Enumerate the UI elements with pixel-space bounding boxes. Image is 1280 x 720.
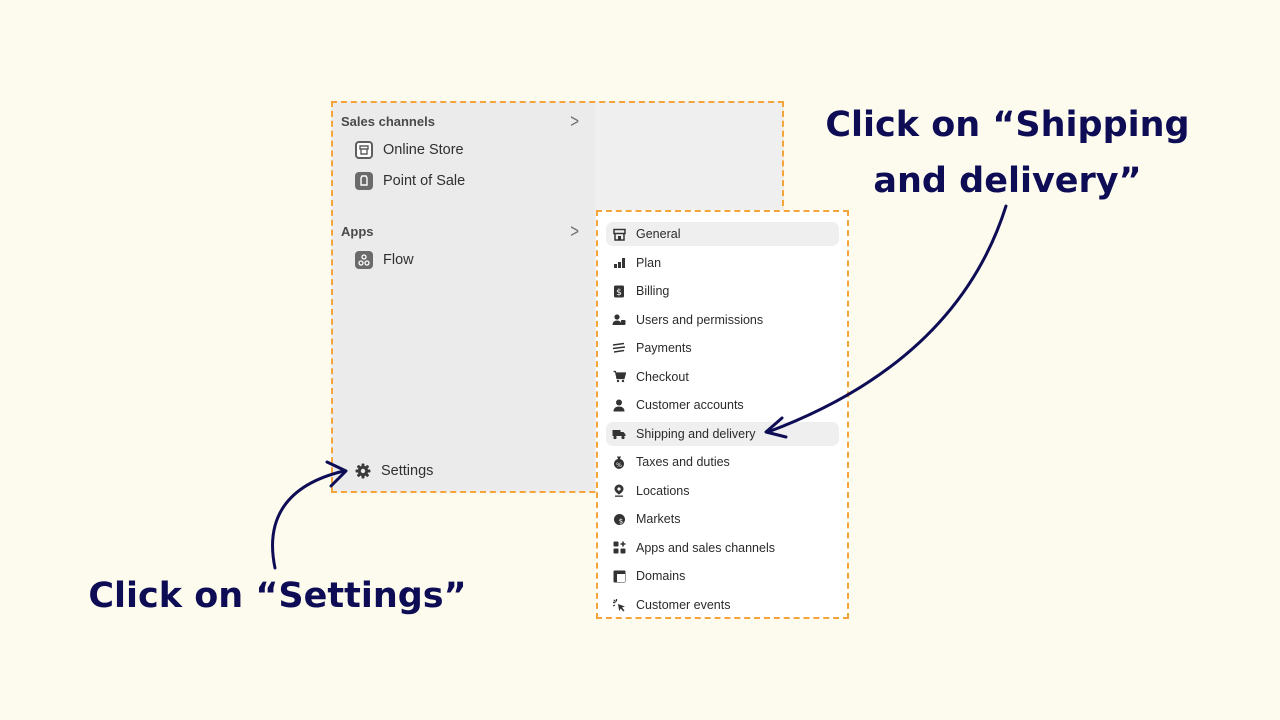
menu-item-domains[interactable]: Domains (606, 564, 839, 588)
svg-text:$: $ (618, 517, 622, 525)
settings-instruction-label: Click on “Settings” (70, 568, 485, 624)
menu-item-general[interactable]: General (606, 222, 839, 246)
menu-item-label: Taxes and duties (636, 455, 730, 469)
menu-item-locations[interactable]: Locations (606, 479, 839, 503)
sidebar-item-label: Online Store (383, 142, 464, 158)
menu-item-label: Apps and sales channels (636, 540, 775, 555)
payments-icon (612, 341, 626, 355)
menu-item-label: Plan (636, 255, 662, 270)
store-icon (612, 227, 626, 241)
menu-item-label: Checkout (636, 369, 689, 384)
menu-item-label: Markets (636, 512, 681, 526)
sidebar-column: Sales channels > Online Store Point of S… (333, 103, 595, 491)
truck-icon (612, 427, 626, 441)
menu-item-label: Customer accounts (636, 398, 744, 412)
shipping-instruction-label: Click on “Shipping and delivery” (800, 97, 1215, 209)
arrow-to-settings (271, 460, 348, 570)
sidebar-item-online-store[interactable]: Online Store (355, 138, 464, 162)
menu-item-users-and-permissions[interactable]: Users and permissions (606, 308, 839, 332)
settings-instruction-line: Click on “Settings” (88, 576, 467, 616)
person-icon (612, 398, 626, 412)
menu-item-label: General (636, 227, 681, 241)
menu-item-label: Locations (636, 483, 690, 498)
apps-icon (612, 541, 626, 555)
store-icon (355, 141, 373, 159)
menu-item-label: Shipping and delivery (636, 426, 756, 441)
menu-item-shipping-and-delivery[interactable]: Shipping and delivery (606, 421, 839, 446)
menu-item-plan[interactable]: Plan (606, 251, 839, 275)
menu-item-checkout[interactable]: Checkout (606, 365, 839, 389)
globe-icon: $ (612, 512, 626, 526)
flow-icon (355, 251, 373, 269)
sales-channels-title: Sales channels (341, 114, 435, 129)
chevron-right-icon[interactable]: > (570, 220, 579, 243)
shipping-instruction-line-1: Click on “Shipping (825, 105, 1190, 145)
gear-icon (355, 463, 371, 479)
menu-item-label: Domains (636, 569, 686, 583)
menu-item-label: Users and permissions (636, 312, 764, 327)
sidebar-item-point-of-sale[interactable]: Point of Sale (355, 169, 465, 193)
arrow-to-shipping (764, 204, 1008, 439)
menu-item-customer-events[interactable]: Customer events (606, 593, 839, 617)
menu-item-label: Billing (636, 284, 670, 298)
menu-item-apps-and-sales-channels[interactable]: Apps and sales channels (606, 536, 839, 560)
sidebar-item-label: Point of Sale (383, 173, 466, 189)
pos-icon (355, 172, 373, 190)
cursor-click-icon (612, 598, 626, 612)
svg-text:$: $ (616, 288, 622, 298)
menu-item-label: Payments (636, 341, 692, 355)
users-icon (612, 313, 626, 327)
sales-channels-header[interactable]: Sales channels > (341, 110, 579, 133)
chevron-right-icon[interactable]: > (570, 110, 579, 133)
menu-item-customer-accounts[interactable]: Customer accounts (606, 393, 839, 417)
settings-menu-panel: General Plan $ Billing Users and permiss… (596, 210, 849, 619)
menu-item-markets[interactable]: $ Markets (606, 507, 839, 531)
sidebar-item-settings[interactable]: Settings (355, 459, 433, 483)
domain-icon (612, 569, 626, 583)
apps-header[interactable]: Apps > (341, 220, 579, 243)
menu-item-billing[interactable]: $ Billing (606, 279, 839, 303)
shipping-instruction-line-2: and delivery” (873, 161, 1142, 201)
tax-icon: % (612, 455, 626, 469)
menu-item-label: Customer events (636, 597, 731, 612)
sidebar-item-label: Settings (381, 463, 434, 479)
sidebar-item-flow[interactable]: Flow (355, 248, 414, 272)
sidebar-item-label: Flow (383, 252, 414, 268)
apps-title: Apps (341, 224, 374, 239)
menu-item-payments[interactable]: Payments (606, 336, 839, 360)
svg-text:%: % (616, 462, 622, 469)
menu-item-taxes-and-duties[interactable]: % Taxes and duties (606, 450, 839, 474)
cart-icon (612, 370, 626, 384)
location-pin-icon (612, 484, 626, 498)
billing-icon: $ (612, 284, 626, 298)
plan-icon (612, 256, 626, 270)
